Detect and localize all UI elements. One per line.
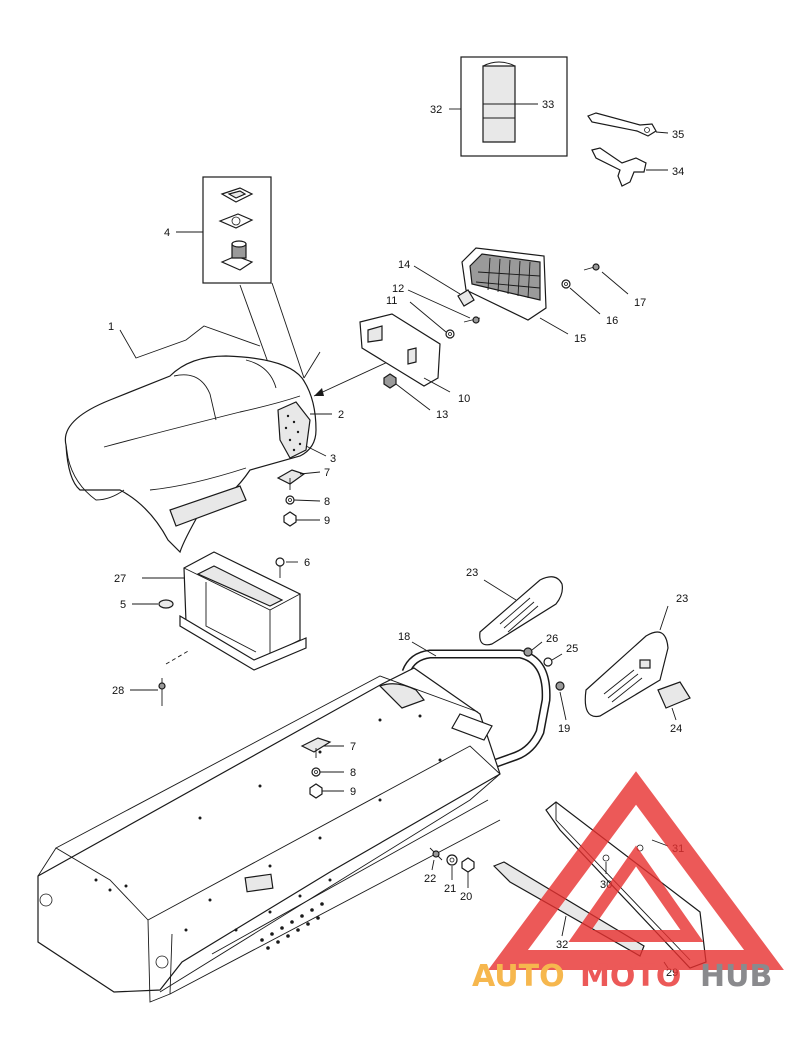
callout-19: 19 (558, 723, 570, 735)
clip-5 (132, 599, 174, 609)
callout-23-left: 23 (466, 567, 478, 579)
callout-1: 1 (108, 321, 114, 333)
callout-7-lower: 7 (350, 741, 356, 753)
callout-7-upper: 7 (324, 467, 330, 479)
side-cover-23-right (584, 605, 669, 718)
callout-18: 18 (398, 631, 410, 643)
tunnel-rivets (94, 714, 442, 932)
wrench-34 (591, 147, 668, 187)
seat-plate-holes (284, 414, 302, 452)
taillight-lens-15 (461, 247, 569, 335)
callout-13: 13 (436, 409, 448, 421)
screw-19 (555, 681, 567, 721)
callout-8-lower: 8 (350, 767, 356, 779)
callout-labels: 1 2 3 4 5 6 7 8 9 7 8 9 10 11 12 13 14 1… (108, 99, 688, 979)
callout-20: 20 (460, 891, 472, 903)
callout-14: 14 (398, 259, 410, 271)
fastener-set-upper (276, 469, 321, 527)
bulb-14 (413, 265, 475, 307)
watermark-triangle-icon (488, 771, 784, 970)
lens-ribs (475, 257, 541, 299)
tunnel-frame (37, 667, 501, 1003)
watermark-logo: AUTO MOTO HUB (472, 771, 784, 994)
grab-handle-18 (401, 641, 551, 771)
nut-13 (383, 373, 431, 411)
storage-box-27 (142, 551, 307, 671)
callout-8-upper: 8 (324, 496, 330, 508)
callout-15: 15 (574, 333, 586, 345)
washer-16 (561, 279, 601, 315)
side-cover-23-left (479, 576, 563, 646)
screw-17 (583, 263, 629, 295)
seat-assembly (64, 325, 393, 554)
fastener-set-lower (300, 737, 344, 799)
tunnel-vent-holes (260, 902, 324, 950)
callout-6: 6 (304, 557, 310, 569)
cover-vents-left (499, 597, 539, 633)
screw-26 (523, 641, 543, 657)
callout-2: 2 (338, 409, 344, 421)
washer-25 (543, 653, 563, 667)
callout-22: 22 (424, 873, 436, 885)
callout-35: 35 (672, 129, 684, 141)
callout-27: 27 (114, 573, 126, 585)
callout-10: 10 (458, 393, 470, 405)
callout-25: 25 (566, 643, 578, 655)
callout-21: 21 (444, 883, 456, 895)
callout-17: 17 (634, 297, 646, 309)
callout-5: 5 (120, 599, 126, 611)
screw-6 (275, 557, 298, 578)
emblem-24 (657, 681, 691, 721)
watermark-brand-auto: AUTO (472, 959, 565, 994)
callout-23-right: 23 (676, 593, 688, 605)
callout-9-lower: 9 (350, 786, 356, 798)
watermark-brand-hub: HUB (700, 959, 772, 994)
cover-vents-right (603, 669, 643, 703)
callout-4: 4 (164, 227, 170, 239)
callout-16: 16 (606, 315, 618, 327)
washer-11 (409, 301, 455, 339)
callout-34: 34 (672, 166, 684, 178)
pin-28 (130, 649, 191, 706)
callout-3: 3 (330, 453, 336, 465)
fasteners-20-22 (429, 847, 475, 888)
kit-box-32 (449, 56, 568, 157)
kit-box-4 (176, 176, 321, 379)
callout-12: 12 (392, 283, 404, 295)
screw-12 (407, 289, 481, 324)
callout-32-flap: 32 (556, 939, 568, 951)
callout-11: 11 (386, 295, 397, 307)
wrench-35 (587, 112, 669, 137)
callout-33: 33 (542, 99, 554, 111)
watermark-brand-moto: MOTO (580, 959, 681, 994)
callout-24: 24 (670, 723, 682, 735)
callout-28: 28 (112, 685, 124, 697)
callout-32-kit: 32 (430, 104, 442, 116)
callout-26: 26 (546, 633, 558, 645)
callout-9-upper: 9 (324, 515, 330, 527)
taillight-housing-10 (359, 313, 451, 393)
